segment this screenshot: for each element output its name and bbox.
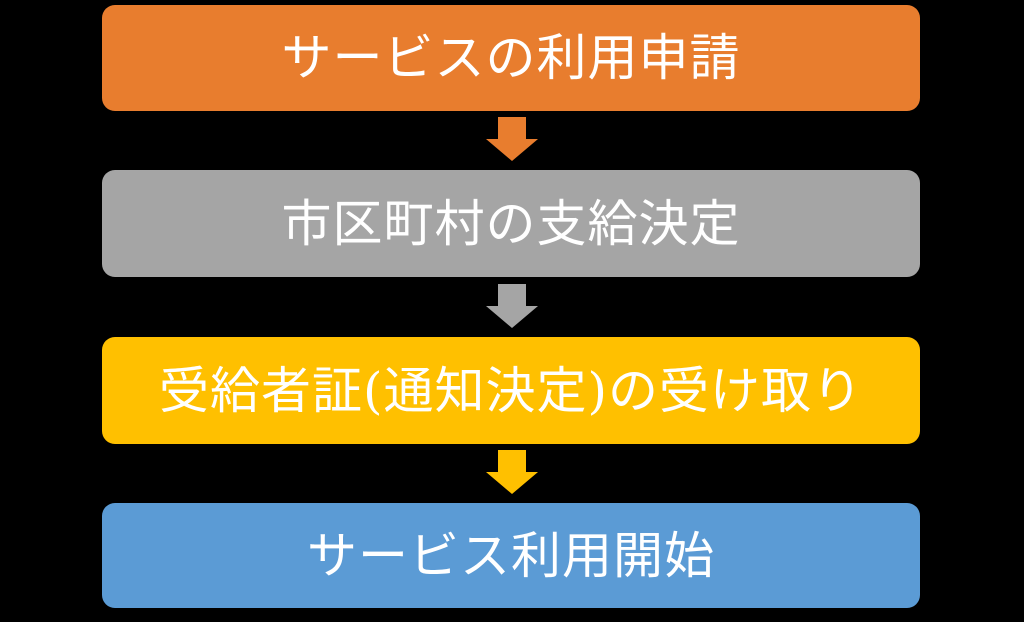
flow-step-2-box[interactable]: 市区町村の支給決定 xyxy=(102,170,920,277)
flow-step-1-box[interactable]: サービスの利用申請 xyxy=(102,5,920,111)
arrow-down-icon-2 xyxy=(486,284,538,328)
arrow-down-icon-3 xyxy=(486,450,538,494)
flow-step-4-label: サービス利用開始 xyxy=(307,526,715,585)
flow-step-1-label: サービスの利用申請 xyxy=(281,29,741,87)
flow-step-3-box[interactable]: 受給者証(通知決定)の受け取り xyxy=(102,337,920,444)
flow-step-3-label: 受給者証(通知決定)の受け取り xyxy=(158,361,863,420)
arrow-down-icon-1 xyxy=(486,117,538,161)
flow-step-4-box[interactable]: サービス利用開始 xyxy=(102,503,920,608)
flow-step-2-label: 市区町村の支給決定 xyxy=(281,194,741,253)
